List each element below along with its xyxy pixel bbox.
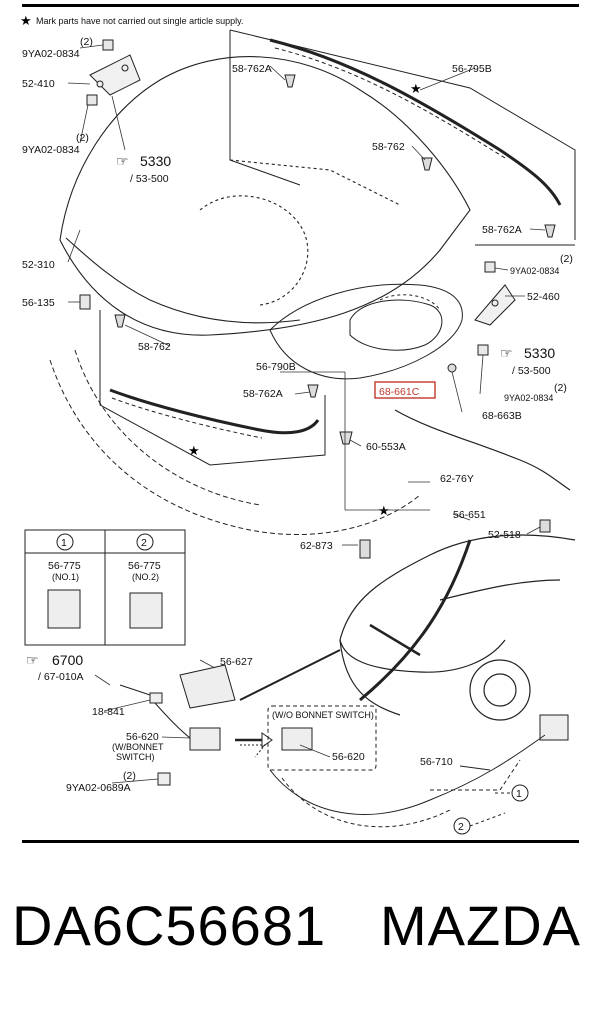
hinge-right (474, 284, 516, 326)
seal-box-lower (99, 310, 326, 466)
label-bolt-mid: 9YA02-0834 (22, 144, 80, 156)
latch-leaders (94, 659, 331, 784)
star-marker-top: ★ (410, 81, 422, 96)
label-bolt-top-qty: (2) (80, 36, 93, 48)
label-option2-part: 56-775 (128, 560, 161, 572)
label-ref-67010A: / 67-010A (38, 671, 84, 683)
star-marker: ★ (20, 13, 32, 28)
release-cable (269, 734, 546, 835)
hand-pointer-icon: ☞ (116, 153, 129, 169)
option-table (24, 529, 186, 646)
label-option1-number: 1 (61, 537, 67, 549)
clips (114, 74, 556, 559)
label-seal-58762-mid: 58-762 (372, 141, 405, 153)
label-rod-56651: 56-651 (453, 509, 486, 521)
parts-diagram: ★ Mark parts have not carried out single… (20, 13, 576, 835)
label-seal-56795B: 56-795B (452, 63, 492, 75)
label-option1-part: 56-775 (48, 560, 81, 572)
label-bolt-right2: 9YA02-0834 (504, 393, 553, 403)
hand-pointer-icon-right: ☞ (500, 345, 513, 361)
leader-lines (67, 44, 546, 546)
label-bumper-56135: 56-135 (22, 297, 55, 309)
label-bolt-right: 9YA02-0834 (510, 266, 559, 276)
label-latch-with-note1: (W/BONNET (112, 742, 164, 752)
label-latch-with: 56-620 (126, 731, 159, 743)
label-clip-68663B: 68-663B (482, 410, 522, 422)
label-bolt-latch: 9YA02-0689A (66, 782, 131, 794)
caption-brand: MAZDA (380, 894, 581, 957)
latch-assembly (149, 664, 569, 786)
bottom-rule (22, 840, 579, 843)
label-option1-sub: (NO.1) (52, 572, 79, 582)
label-latch-with-note2: SWITCH) (116, 752, 155, 762)
car-outline (339, 534, 576, 721)
label-bolt-latch-qty: (2) (123, 770, 136, 782)
label-callout-2: 2 (458, 821, 464, 833)
label-seal-58762-left: 58-762 (138, 341, 171, 353)
header-note: Mark parts have not carried out single a… (36, 16, 243, 26)
star-marker-low: ★ (378, 503, 390, 518)
label-clip-60553A: 60-553A (366, 441, 406, 453)
caption-part-number: DA6C56681 (12, 894, 327, 957)
highlight-box (374, 381, 436, 399)
label-ref-5330-right: 5330 (524, 345, 555, 361)
label-insulator-highlight: 68-661C (379, 386, 420, 398)
label-ref-6700: 6700 (52, 652, 83, 668)
seal-box-top (229, 29, 576, 246)
label-grommet-62873: 62-873 (300, 540, 333, 552)
label-latch-cover: 56-627 (220, 656, 253, 668)
caption: DA6C56681 MAZDA (0, 893, 600, 973)
label-latch-without-note: (W/O BONNET SWITCH) (272, 710, 374, 720)
hand-pointer-icon-latch: ☞ (26, 652, 39, 668)
label-seal-58762A-right: 58-762A (482, 224, 522, 236)
label-bolt-right-qty: (2) (560, 253, 573, 265)
label-option2-sub: (NO.2) (132, 572, 159, 582)
release-rod (359, 409, 571, 702)
bonnet-underside (269, 283, 463, 380)
label-callout-1: 1 (516, 788, 522, 800)
label-ref-5330-left: 5330 (140, 153, 171, 169)
bonnet-front-skirt (49, 349, 421, 536)
label-ref-53500-right: / 53-500 (512, 365, 551, 377)
label-hinge-right: 52-460 (527, 291, 560, 303)
bolts (79, 39, 496, 356)
label-latch-without: 56-620 (332, 751, 365, 763)
label-cable: 56-710 (420, 756, 453, 768)
latch-wires (119, 649, 377, 771)
label-ref-53500-left: / 53-500 (130, 173, 169, 185)
label-connector: 18-841 (92, 706, 125, 718)
bonnet-outline (59, 56, 471, 336)
top-rule (22, 4, 579, 7)
label-bonnet: 52-310 (22, 259, 55, 271)
label-bolt-top: 9YA02-0834 (22, 48, 80, 60)
label-bolt-mid-qty: (2) (76, 132, 89, 144)
hinge-left (89, 54, 141, 96)
label-bolt-right2-qty: (2) (554, 382, 567, 394)
label-rod-6276Y: 62-76Y (440, 473, 474, 485)
label-stay-52518: 52-518 (488, 529, 521, 541)
label-seal-56790B: 56-790B (256, 361, 296, 373)
star-marker-mid: ★ (188, 443, 200, 458)
label-option2-number: 2 (141, 537, 147, 549)
label-seal-58762A-low: 58-762A (243, 388, 283, 400)
label-hinge-left: 52-410 (22, 78, 55, 90)
label-seal-58762A-top: 58-762A (232, 63, 272, 75)
